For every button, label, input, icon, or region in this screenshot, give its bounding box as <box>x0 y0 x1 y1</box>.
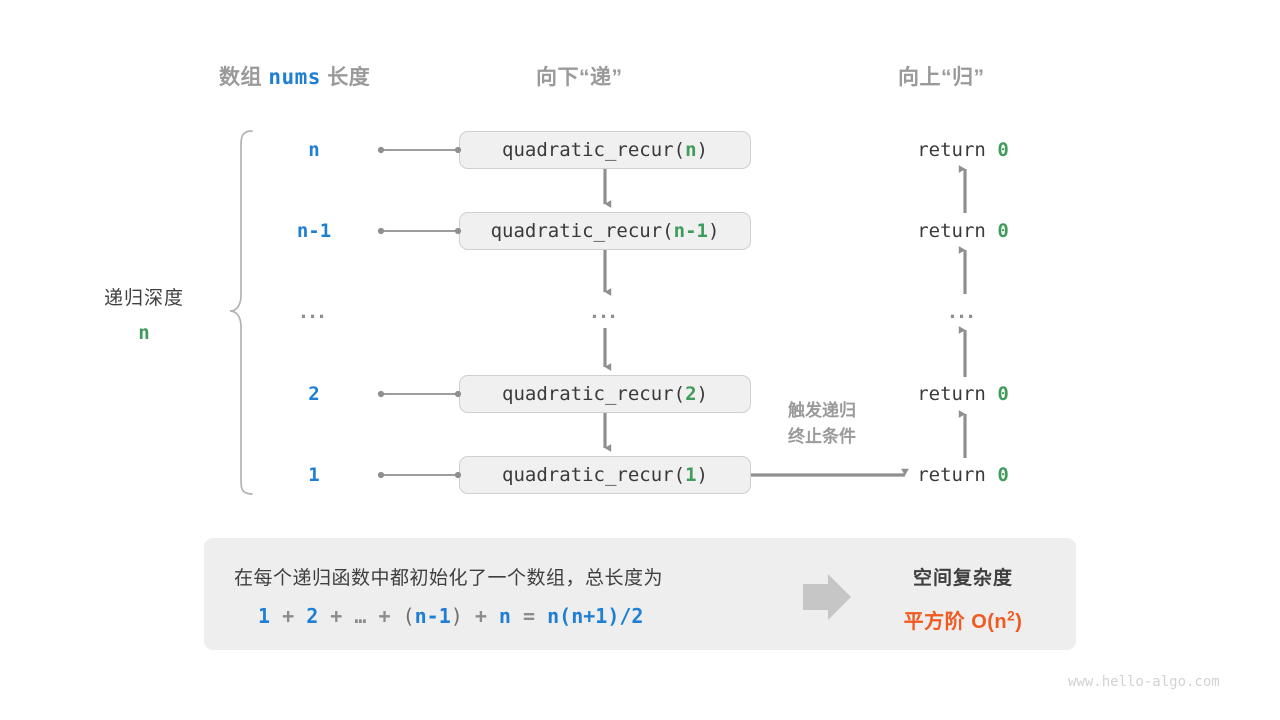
trigger-termination-note-line2: 终止条件 <box>788 427 856 447</box>
function-box-row-2[interactable]: quadratic_recur(n-1) <box>459 212 751 250</box>
recursion-depth-annotation: 递归深度 n <box>92 283 196 344</box>
function-box-row-3-ellipsis: ... <box>591 298 619 323</box>
formula-result: n(n+1)/2 <box>547 604 644 628</box>
space-complexity-title: 空间复杂度 <box>912 568 1014 589</box>
summary-panel <box>204 538 1076 650</box>
header-array-length-prefix: 数组 <box>219 66 262 89</box>
return-label-row-4-value: 0 <box>997 383 1009 405</box>
function-box-row-5-close: ) <box>696 464 708 486</box>
formula-term-4: n <box>498 604 511 628</box>
return-label-row-1: return 0 <box>917 139 1009 161</box>
function-box-row-4-name: quadratic_recur( <box>502 383 686 405</box>
header-array-length: 数组 nums 长度 <box>219 61 370 91</box>
function-box-row-4[interactable]: quadratic_recur(2) <box>459 375 751 413</box>
function-box-row-1-close: ) <box>696 139 708 161</box>
return-label-row-5: return 0 <box>917 464 1009 486</box>
return-label-row-4: return 0 <box>917 383 1009 405</box>
space-complexity-notation-exponent: 2 <box>1007 608 1016 624</box>
header-array-length-suffix: 长度 <box>327 66 371 89</box>
space-complexity-value: 平方阶 O(n2) <box>904 605 1023 634</box>
size-label-row-2: n-1 <box>296 220 332 242</box>
formula-term-3: n-1 <box>414 604 451 628</box>
space-complexity-prefix: 平方阶 <box>903 611 966 633</box>
space-complexity-notation-base: O(n <box>971 611 1008 633</box>
return-label-row-1-text: return <box>917 139 986 161</box>
return-label-row-4-text: return <box>917 383 986 405</box>
formula-equals: = <box>523 604 536 628</box>
size-label-row-5: 1 <box>308 464 320 486</box>
header-ascend: 向上“归” <box>898 66 985 89</box>
formula-op-2: + <box>330 604 343 628</box>
function-box-row-2-arg: n-1 <box>673 220 708 242</box>
formula-op-4: + <box>474 604 487 628</box>
return-label-row-3-ellipsis: ... <box>949 298 977 323</box>
size-label-row-3-ellipsis: ... <box>300 298 328 323</box>
space-complexity-notation-tail: ) <box>1015 611 1023 633</box>
function-box-row-5[interactable]: quadratic_recur(1) <box>459 456 751 494</box>
return-label-row-1-value: 0 <box>997 139 1009 161</box>
formula-op-1: + <box>282 604 295 628</box>
formula-lparen: ( <box>402 604 415 628</box>
function-box-row-5-name: quadratic_recur( <box>502 464 686 486</box>
formula-term-1: 1 <box>258 604 271 628</box>
space-complexity-block: 空间复杂度 平方阶 O(n2) <box>904 563 1023 634</box>
return-label-row-2-text: return <box>917 220 986 242</box>
function-box-row-4-arg: 2 <box>685 383 697 405</box>
trigger-termination-note: 触发递归 终止条件 <box>762 398 882 451</box>
size-connector-row-1 <box>377 146 462 154</box>
recursion-depth-value: n <box>138 322 150 344</box>
header-array-length-code: nums <box>268 65 321 89</box>
function-box-row-1-name: quadratic_recur( <box>502 139 686 161</box>
formula-rparen: ) <box>450 604 463 628</box>
formula-ellipsis: … <box>354 604 367 628</box>
function-box-row-2-name: quadratic_recur( <box>490 220 674 242</box>
size-label-row-1: n <box>308 139 320 161</box>
size-label-row-4: 2 <box>308 383 320 405</box>
recursion-depth-title: 递归深度 <box>103 288 184 309</box>
return-label-row-5-text: return <box>917 464 986 486</box>
function-box-row-1[interactable]: quadratic_recur(n) <box>459 131 751 169</box>
return-label-row-2: return 0 <box>917 220 1009 242</box>
function-box-row-4-close: ) <box>696 383 708 405</box>
return-label-row-5-value: 0 <box>997 464 1009 486</box>
summary-description: 在每个递归函数中都初始化了一个数组，总长度为 <box>234 568 664 589</box>
formula-term-2: 2 <box>306 604 319 628</box>
function-box-row-5-arg: 1 <box>685 464 697 486</box>
trigger-termination-note-line1: 触发递归 <box>788 401 856 420</box>
function-box-row-2-close: ) <box>707 220 720 242</box>
size-connector-row-2 <box>377 227 462 235</box>
function-box-row-1-arg: n <box>685 139 697 161</box>
size-connector-row-4 <box>377 390 462 398</box>
return-label-row-2-value: 0 <box>997 220 1009 242</box>
header-descend: 向下“递” <box>536 66 623 89</box>
watermark: www.hello-algo.com <box>1068 674 1220 690</box>
recursion-depth-brace <box>229 130 253 495</box>
size-connector-row-5 <box>377 471 462 479</box>
summary-formula: 1 + 2 + … + (n-1) + n = n(n+1)/2 <box>258 604 643 628</box>
formula-op-3: + <box>378 604 391 628</box>
